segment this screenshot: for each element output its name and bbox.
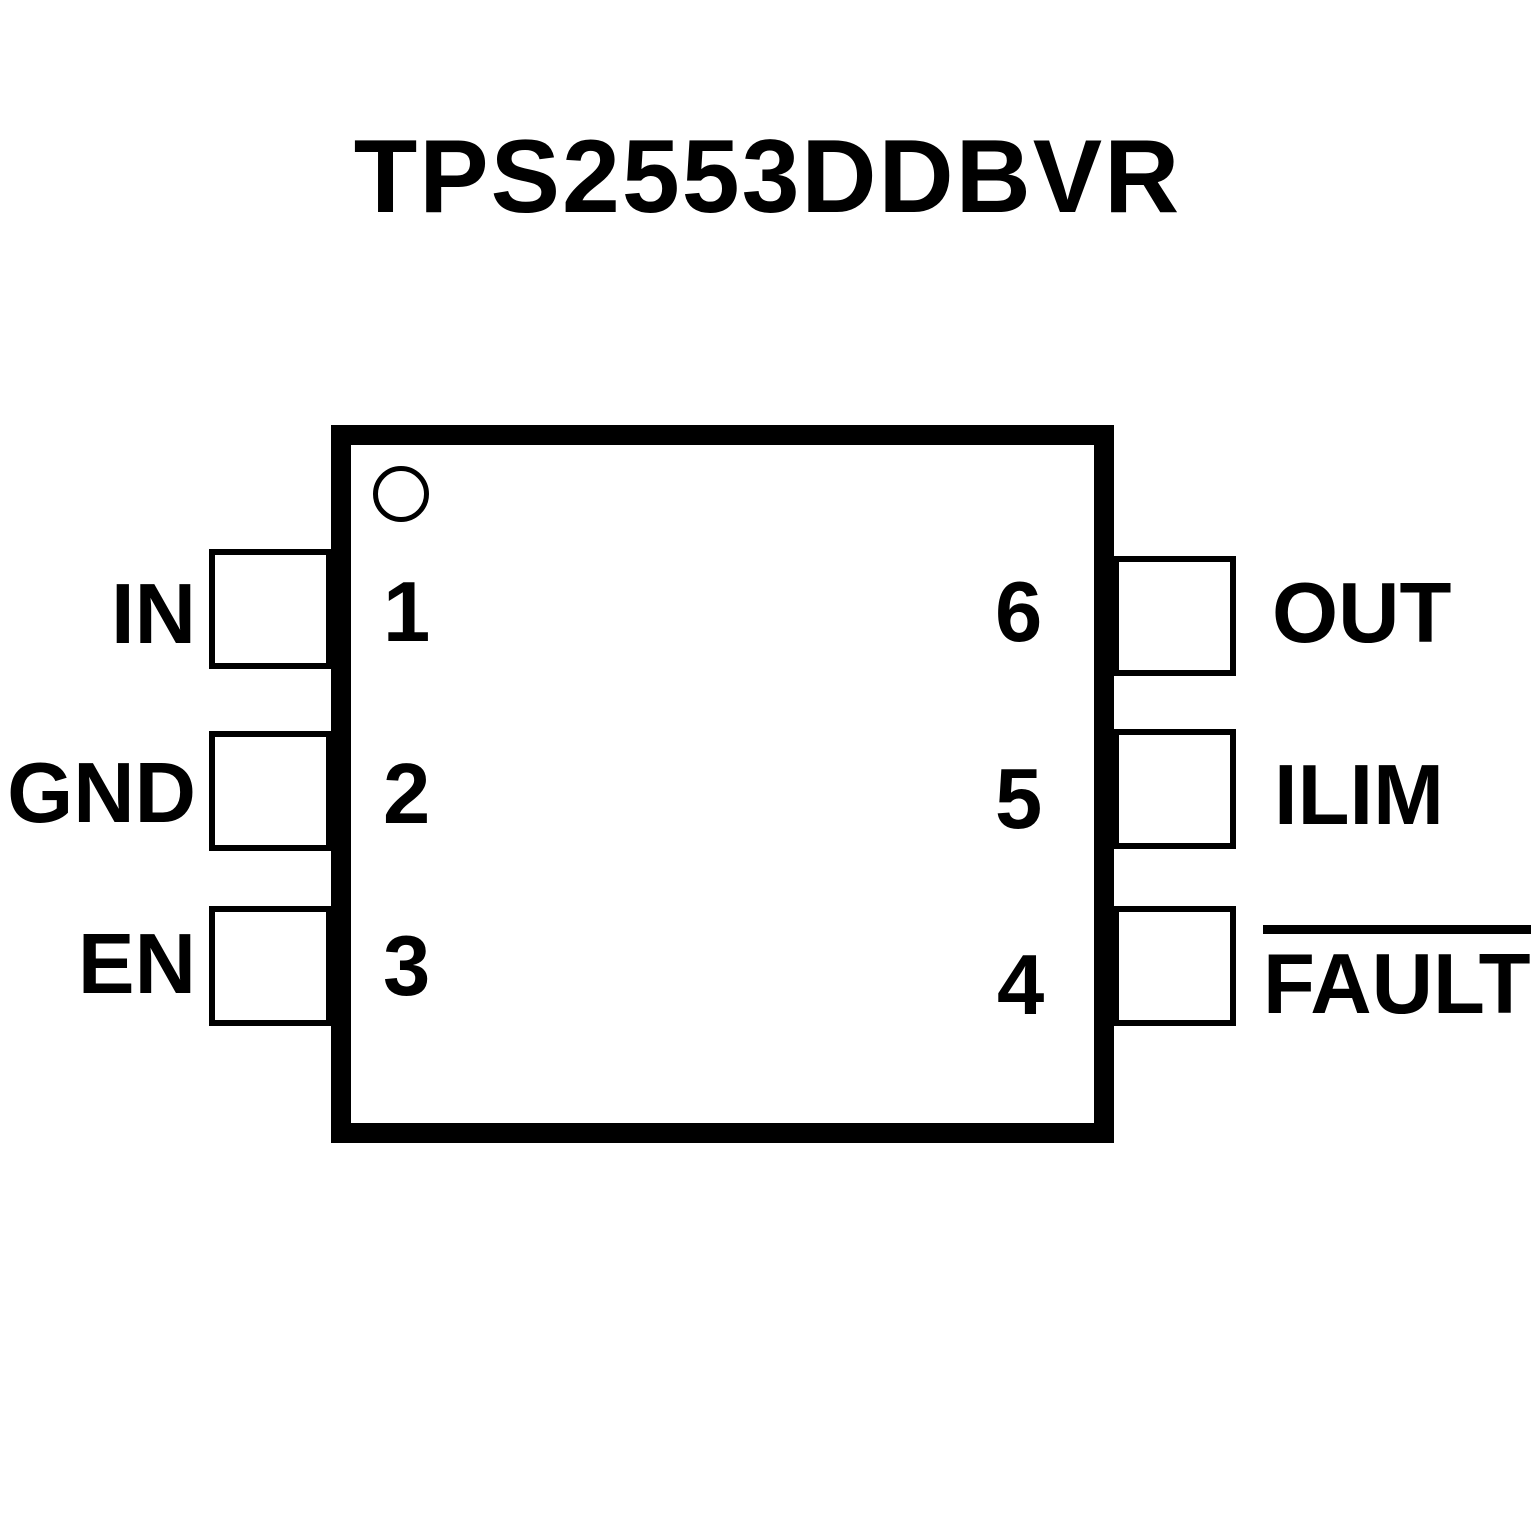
chip-body xyxy=(331,425,1114,1143)
pin-label-fault: FAULT xyxy=(1263,925,1531,1027)
pin-label-in: IN xyxy=(111,567,196,662)
pin-label-gnd: GND xyxy=(7,746,196,841)
pin-label-ilim: ILIM xyxy=(1274,748,1444,843)
pin-label-out: OUT xyxy=(1272,566,1452,661)
pin-number-2: 2 xyxy=(383,747,431,842)
part-number-title: TPS2553DDBVR xyxy=(353,119,1182,235)
pin-number-1: 1 xyxy=(383,565,431,660)
pin-label-en: EN xyxy=(77,917,196,1012)
pin1-indicator-icon xyxy=(373,466,429,522)
pin-pad-1 xyxy=(209,549,332,669)
pin-pad-5 xyxy=(1113,729,1236,849)
pin-number-5: 5 xyxy=(995,752,1043,847)
pin-pad-4 xyxy=(1113,906,1236,1026)
pin-pad-2 xyxy=(209,731,332,851)
pin-pad-3 xyxy=(209,906,332,1026)
pin-number-4: 4 xyxy=(997,938,1045,1033)
pin-number-3: 3 xyxy=(383,919,431,1014)
pin-pad-6 xyxy=(1113,556,1236,676)
fault-active-low-text: FAULT xyxy=(1263,925,1531,1027)
pin-number-6: 6 xyxy=(995,565,1043,660)
